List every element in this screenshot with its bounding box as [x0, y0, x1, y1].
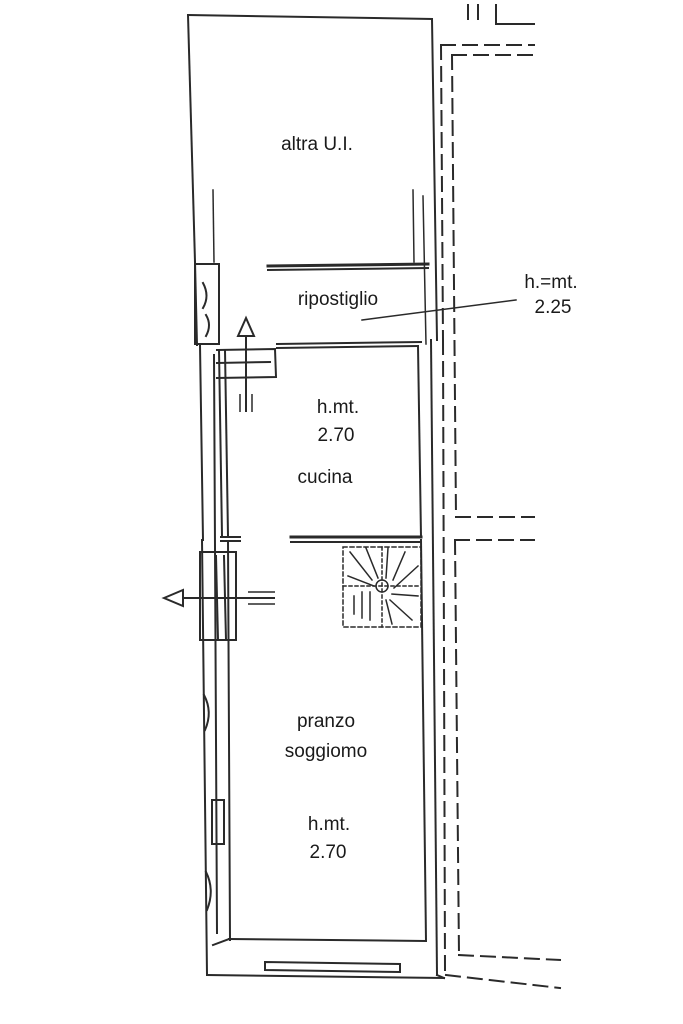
room-name-other-unit: altra U.I. [281, 134, 353, 155]
living-height-value: 2.70 [310, 842, 347, 863]
kitchen-height-label: h.mt. [317, 397, 359, 418]
ventilation-arrow-icon [236, 315, 256, 412]
storage-height-value: 2.25 [535, 297, 572, 318]
interior-walls [212, 262, 430, 942]
neighbour-boundaries [439, 43, 562, 990]
staircase-icon [342, 546, 422, 628]
room-name-living-line1: pranzo [297, 711, 355, 732]
storage-height-label: h.=mt. [524, 272, 577, 293]
kitchen-height-value: 2.70 [318, 425, 355, 446]
living-height-label: h.mt. [308, 814, 350, 835]
ventilation-arrow-icon [161, 588, 275, 608]
room-name-kitchen: cucina [298, 467, 353, 488]
room-name-living-line2: soggiomo [285, 741, 367, 762]
outer-walls [186, 13, 446, 980]
room-name-storage: ripostiglio [298, 289, 378, 310]
